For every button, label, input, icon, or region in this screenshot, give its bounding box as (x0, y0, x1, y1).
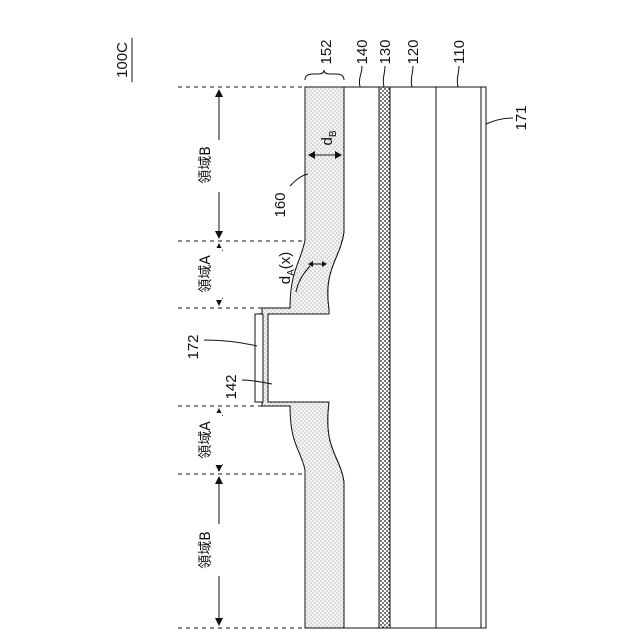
region-label-b-top: 領域B (196, 140, 222, 192)
svg-text:領域B: 領域B (197, 531, 214, 569)
label-140: 140 (354, 39, 371, 87)
layer-110 (436, 87, 481, 628)
svg-text:130: 130 (377, 39, 394, 64)
label-110: 110 (451, 40, 468, 87)
svg-text:110: 110 (451, 40, 468, 64)
region-label-a-bottom: 領域A (196, 413, 222, 465)
svg-text:140: 140 (354, 39, 371, 64)
layer-120 (390, 87, 436, 628)
svg-text:172: 172 (185, 334, 202, 359)
ridge-electrode-172 (255, 314, 263, 402)
figure-id-label: 100C (114, 38, 132, 82)
label-152: 152 (305, 39, 344, 80)
svg-text:160: 160 (272, 192, 289, 217)
layer-171 (481, 87, 486, 628)
svg-text:171: 171 (513, 105, 530, 130)
label-130: 130 (377, 39, 394, 87)
svg-text:領域B: 領域B (197, 146, 214, 184)
svg-text:領域A: 領域A (197, 421, 214, 459)
svg-text:142: 142 (223, 374, 240, 399)
label-171: 171 (486, 105, 530, 130)
svg-text:152: 152 (318, 39, 335, 64)
label-160: 160 (272, 174, 308, 218)
label-120: 120 (405, 39, 422, 87)
svg-text:100C: 100C (114, 42, 131, 78)
layer-130 (379, 87, 390, 628)
region-label-a-top: 領域A (196, 248, 222, 300)
layer-stack (255, 87, 486, 628)
svg-text:領域A: 領域A (197, 255, 214, 293)
svg-text:120: 120 (405, 39, 422, 64)
label-172: 172 (185, 334, 257, 359)
region-label-b-bottom: 領域B (196, 524, 222, 576)
